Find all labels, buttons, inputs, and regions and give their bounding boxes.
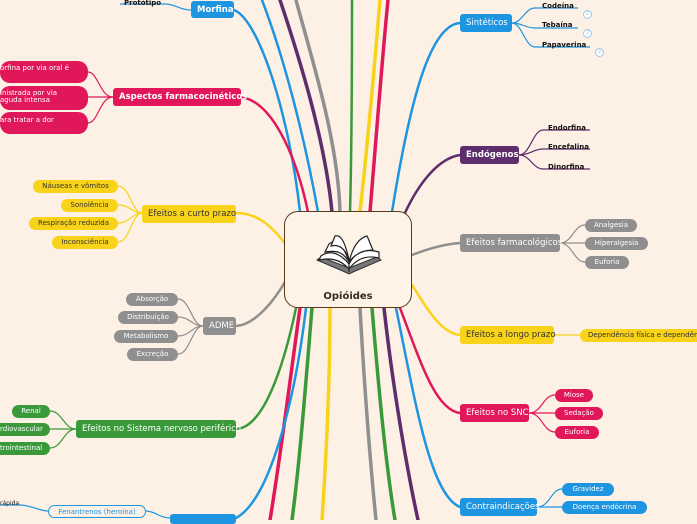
- leaf-metabolismo[interactable]: Metabolismo: [114, 330, 178, 343]
- leaf-excrecao[interactable]: Excreção: [127, 348, 178, 361]
- topic-farmacocineticos[interactable]: Aspectos farmacocinéticos: [113, 88, 247, 106]
- leaf-sedacao[interactable]: Sedação: [555, 407, 603, 420]
- leaf-hiperalgesia[interactable]: Hiperalgesia: [585, 237, 648, 250]
- topic-longo-prazo[interactable]: Efeitos a longo prazo: [460, 326, 556, 344]
- topic-morfina[interactable]: Morfina: [191, 1, 234, 18]
- morfina-note: Protótipo: [124, 0, 162, 7]
- pharmaco-note[interactable]: ara tratar a dor: [0, 112, 88, 134]
- topic-curto-prazo[interactable]: Efeitos a curto prazo: [142, 205, 236, 223]
- topic-farmacologicos[interactable]: Efeitos farmacológicos: [460, 234, 562, 252]
- open-book-icon: [316, 235, 382, 275]
- leaf-papaverina[interactable]: Papaverina: [542, 41, 587, 49]
- leaf-inconsciencia[interactable]: Inconsciência: [52, 236, 118, 249]
- pharmaco-note[interactable]: orfina por via oral é: [0, 61, 88, 83]
- leaf-miose[interactable]: Miose: [555, 389, 593, 402]
- topic-contraindicacoes[interactable]: Contraindicações: [460, 498, 539, 516]
- badge-count[interactable]: 2: [583, 10, 592, 19]
- leaf-fenantrenos[interactable]: Fenantrenos (heroína): [48, 505, 146, 518]
- leaf-dependencia[interactable]: Dependência física e dependên: [580, 329, 697, 342]
- leaf-nauseas[interactable]: Náuseas e vômitos: [33, 180, 118, 193]
- central-topic-title: Opióides: [323, 291, 373, 302]
- topic-endogenos[interactable]: Endógenos: [460, 146, 519, 164]
- leaf-analgesia[interactable]: Analgesia: [585, 219, 637, 232]
- leaf-endorfina[interactable]: Endorfina: [548, 124, 586, 132]
- leaf-sonolencia[interactable]: Sonolência: [61, 199, 118, 212]
- pharmaco-note[interactable]: inistrada por via aguda intensa: [0, 86, 88, 110]
- topic-snc[interactable]: Efeitos no SNC: [460, 404, 529, 422]
- leaf-distribuicao[interactable]: Distribuição: [118, 311, 178, 324]
- badge-count[interactable]: 2: [583, 29, 592, 38]
- central-topic[interactable]: Opióides: [284, 211, 412, 308]
- leaf-gravidez[interactable]: Gravidez: [562, 483, 614, 496]
- leaf-codeina[interactable]: Codeína: [542, 2, 574, 10]
- topic-sinteticos[interactable]: Sintéticos: [460, 14, 512, 32]
- leaf-euforia-snc[interactable]: Euforia: [555, 426, 599, 439]
- leaf-euforia[interactable]: Euforia: [585, 256, 629, 269]
- leaf-gastrointestinal[interactable]: trointestinal: [0, 442, 50, 455]
- leaf-dinorfina[interactable]: Dinorfina: [548, 163, 585, 171]
- fenantrenos-note: rápida: [0, 500, 20, 507]
- topic-adme[interactable]: ADME: [203, 317, 236, 335]
- leaf-absorcao[interactable]: Absorção: [126, 293, 178, 306]
- leaf-cardiovascular[interactable]: rdiovascular: [0, 423, 50, 436]
- leaf-tebaina[interactable]: Tebaína: [542, 21, 573, 29]
- topic-snp[interactable]: Efeitos no Sistema nervoso periférico: [76, 420, 241, 438]
- badge-count[interactable]: 2: [595, 48, 604, 57]
- topic-partial-blue[interactable]: [170, 514, 236, 524]
- leaf-renal[interactable]: Renal: [12, 405, 50, 418]
- leaf-encefalina[interactable]: Encefalina: [548, 143, 589, 151]
- leaf-respiracao[interactable]: Respiração reduzida: [29, 217, 118, 230]
- leaf-doenca-endocrina[interactable]: Doença endócrina: [562, 501, 647, 514]
